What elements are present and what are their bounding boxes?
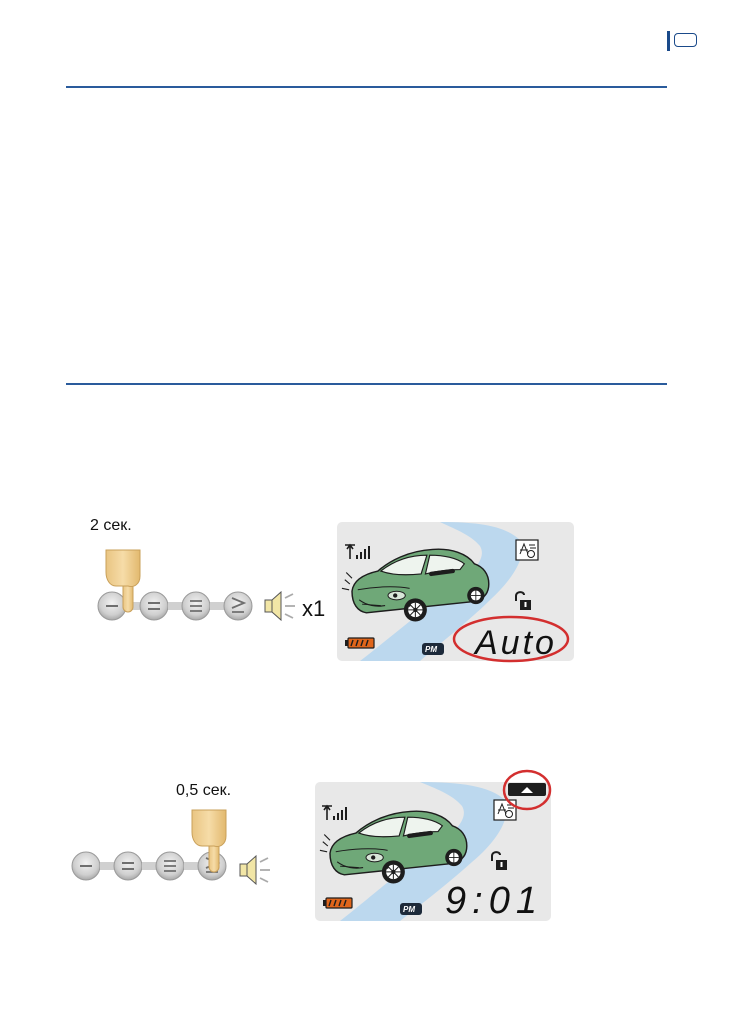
- remote-buttons-icon: [97, 549, 253, 621]
- press-duration-label-2: 0,5 сек.: [176, 782, 232, 799]
- remote-buttons-icon-2: [71, 809, 227, 881]
- arrow-up-icon: [508, 783, 546, 796]
- battery-icon: [344, 637, 375, 649]
- lcd-text-2: 9:01: [445, 880, 543, 922]
- highlight-ring-2: [502, 769, 552, 811]
- press-duration-label-1: 2 сек.: [90, 517, 132, 534]
- lcd-screen-2: [315, 769, 552, 921]
- pm-label-1: PM: [425, 645, 437, 654]
- pm-label-2: PM: [403, 905, 415, 914]
- lcd-text-1: Auto: [473, 624, 557, 662]
- speaker-icon-2: [239, 855, 271, 885]
- beep-count-label: x1: [302, 596, 325, 621]
- page-marker-bar: [667, 31, 670, 51]
- section-divider-top: [66, 86, 667, 88]
- page-number-box: [674, 33, 697, 47]
- shock-sensor-icon: [515, 539, 539, 561]
- section-divider-middle: [66, 383, 667, 385]
- speaker-icon: [264, 591, 296, 621]
- battery-icon-2: [322, 897, 353, 909]
- lcd-screen-1: [337, 522, 574, 663]
- highlight-ring-1: [452, 615, 570, 663]
- shock-sensor-icon-2: [493, 799, 517, 821]
